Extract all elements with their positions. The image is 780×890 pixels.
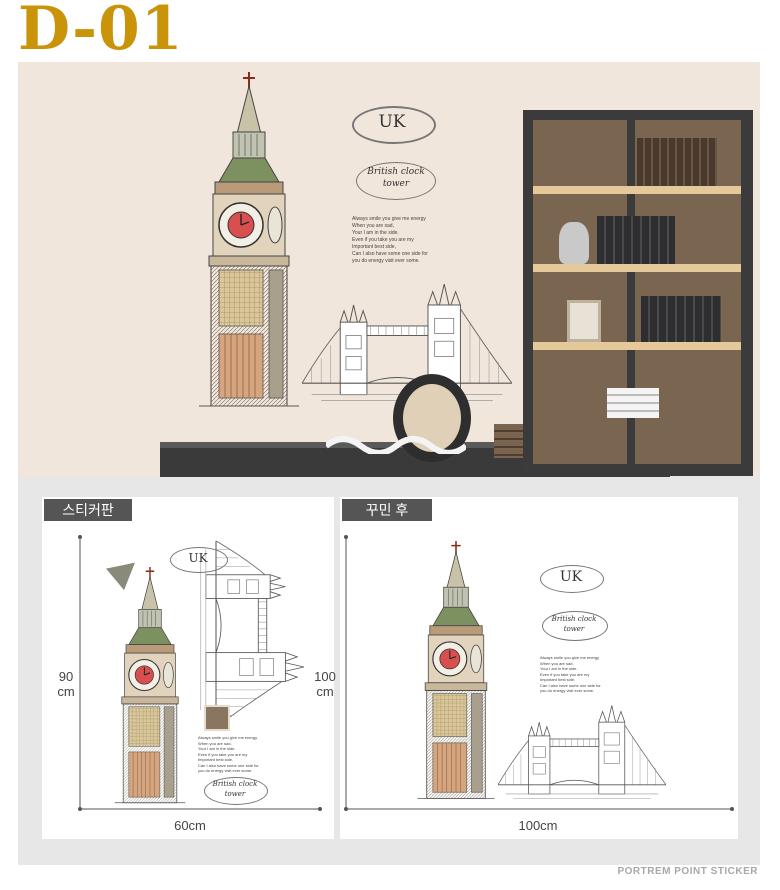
poem-line: Your I am in the side. [540,666,578,671]
poem-line: Even if you take you are my [198,751,248,757]
poem-line: Can I also have some one side for [540,682,601,688]
sticker-sheet-tag: 스티커판 [44,499,132,521]
sheet-caption-text: British clock tower [212,780,258,798]
poem-line: Always smile you give me energy [540,655,600,660]
caption-oval-text: British clock tower [367,167,425,189]
decorated-tower-bridge [498,705,666,805]
after-height-label: 100 cm [310,669,340,699]
poem-line: Can I also have some one side for [198,762,259,768]
room-scene-photo: UK British clock tower Always smile you … [18,62,760,477]
uk-oval-text: UK [378,112,406,132]
shelf-board [533,186,741,194]
after-dimension-lines [344,535,734,811]
after-width-label: 100cm [518,818,558,833]
decorated-uk-oval [540,565,604,593]
height-unit: cm [57,684,75,699]
sticker-poem: Always smile you give me energy When you… [352,216,462,265]
poem-line: Even if you take you are my [540,671,590,677]
height-unit: cm [316,684,334,699]
poem-line: you do energy visit ever some. [198,768,253,773]
decorated-tag: 꾸민 후 [342,499,432,521]
shelf-board [533,264,741,272]
sheet-big-ben [100,567,200,807]
wave-ornament [326,436,466,454]
photo-frame [567,300,601,342]
poem-line: Even if you take you are my [352,237,414,243]
sheet-uk-text: UK [188,551,208,565]
poem-line: Your I am in the side. [198,746,236,751]
decorated-caption-oval [542,611,608,641]
brand-footer: PORTREM POINT STICKER [617,866,758,877]
sheet-poem: Always smile you give me energy When you… [198,735,282,774]
sheet-photo-decal [204,705,230,731]
shelf-divider [627,120,635,464]
sheet-caption-oval [204,777,268,805]
before-width-label: 60cm [174,818,206,833]
poem-line: Important best side, [352,244,396,250]
poem-line: Always smile you give me energy [198,735,258,740]
shelf-books [641,296,721,342]
poem-line: When you are sad, [352,223,394,229]
bookshelf [523,110,753,476]
poem-line: Always smile you give me energy [352,216,426,222]
decorated-uk-text: UK [559,569,583,585]
caption-oval-sticker [356,162,436,200]
size-comparison-section: 스티커판 꾸민 후 90 cm 60cm UK Always smile you… [18,477,760,865]
product-code-title: D-01 [18,0,184,64]
poem-line: you do energy visit ever some. [540,688,595,693]
height-value: 100 [314,669,336,684]
poem-line: Important best side, [540,677,576,682]
before-dimension-lines [78,535,322,811]
before-height-label: 90 cm [52,669,80,699]
height-value: 90 [58,669,74,684]
vase [559,222,589,264]
sheet-uk-oval [170,547,228,573]
poem-line: Important best side, [198,757,234,762]
poem-line: Can I also have some one side for [352,251,428,257]
decorated-poem: Always smile you give me energy When you… [540,655,630,694]
poem-line: you do energy visit ever some. [352,258,420,264]
big-ben-sticker [186,72,312,412]
shelf-books [637,138,717,186]
uk-oval-sticker [352,106,436,144]
decorated-big-ben [404,541,508,803]
poem-line: When you are sad, [198,740,232,746]
poem-line: Your I am in the side. [352,230,399,236]
poem-line: When you are sad, [540,660,574,666]
stacked-books [607,388,659,418]
decorated-caption-text: British clock tower [551,615,597,633]
shelf-board [533,342,741,350]
shelf-books [597,216,675,264]
